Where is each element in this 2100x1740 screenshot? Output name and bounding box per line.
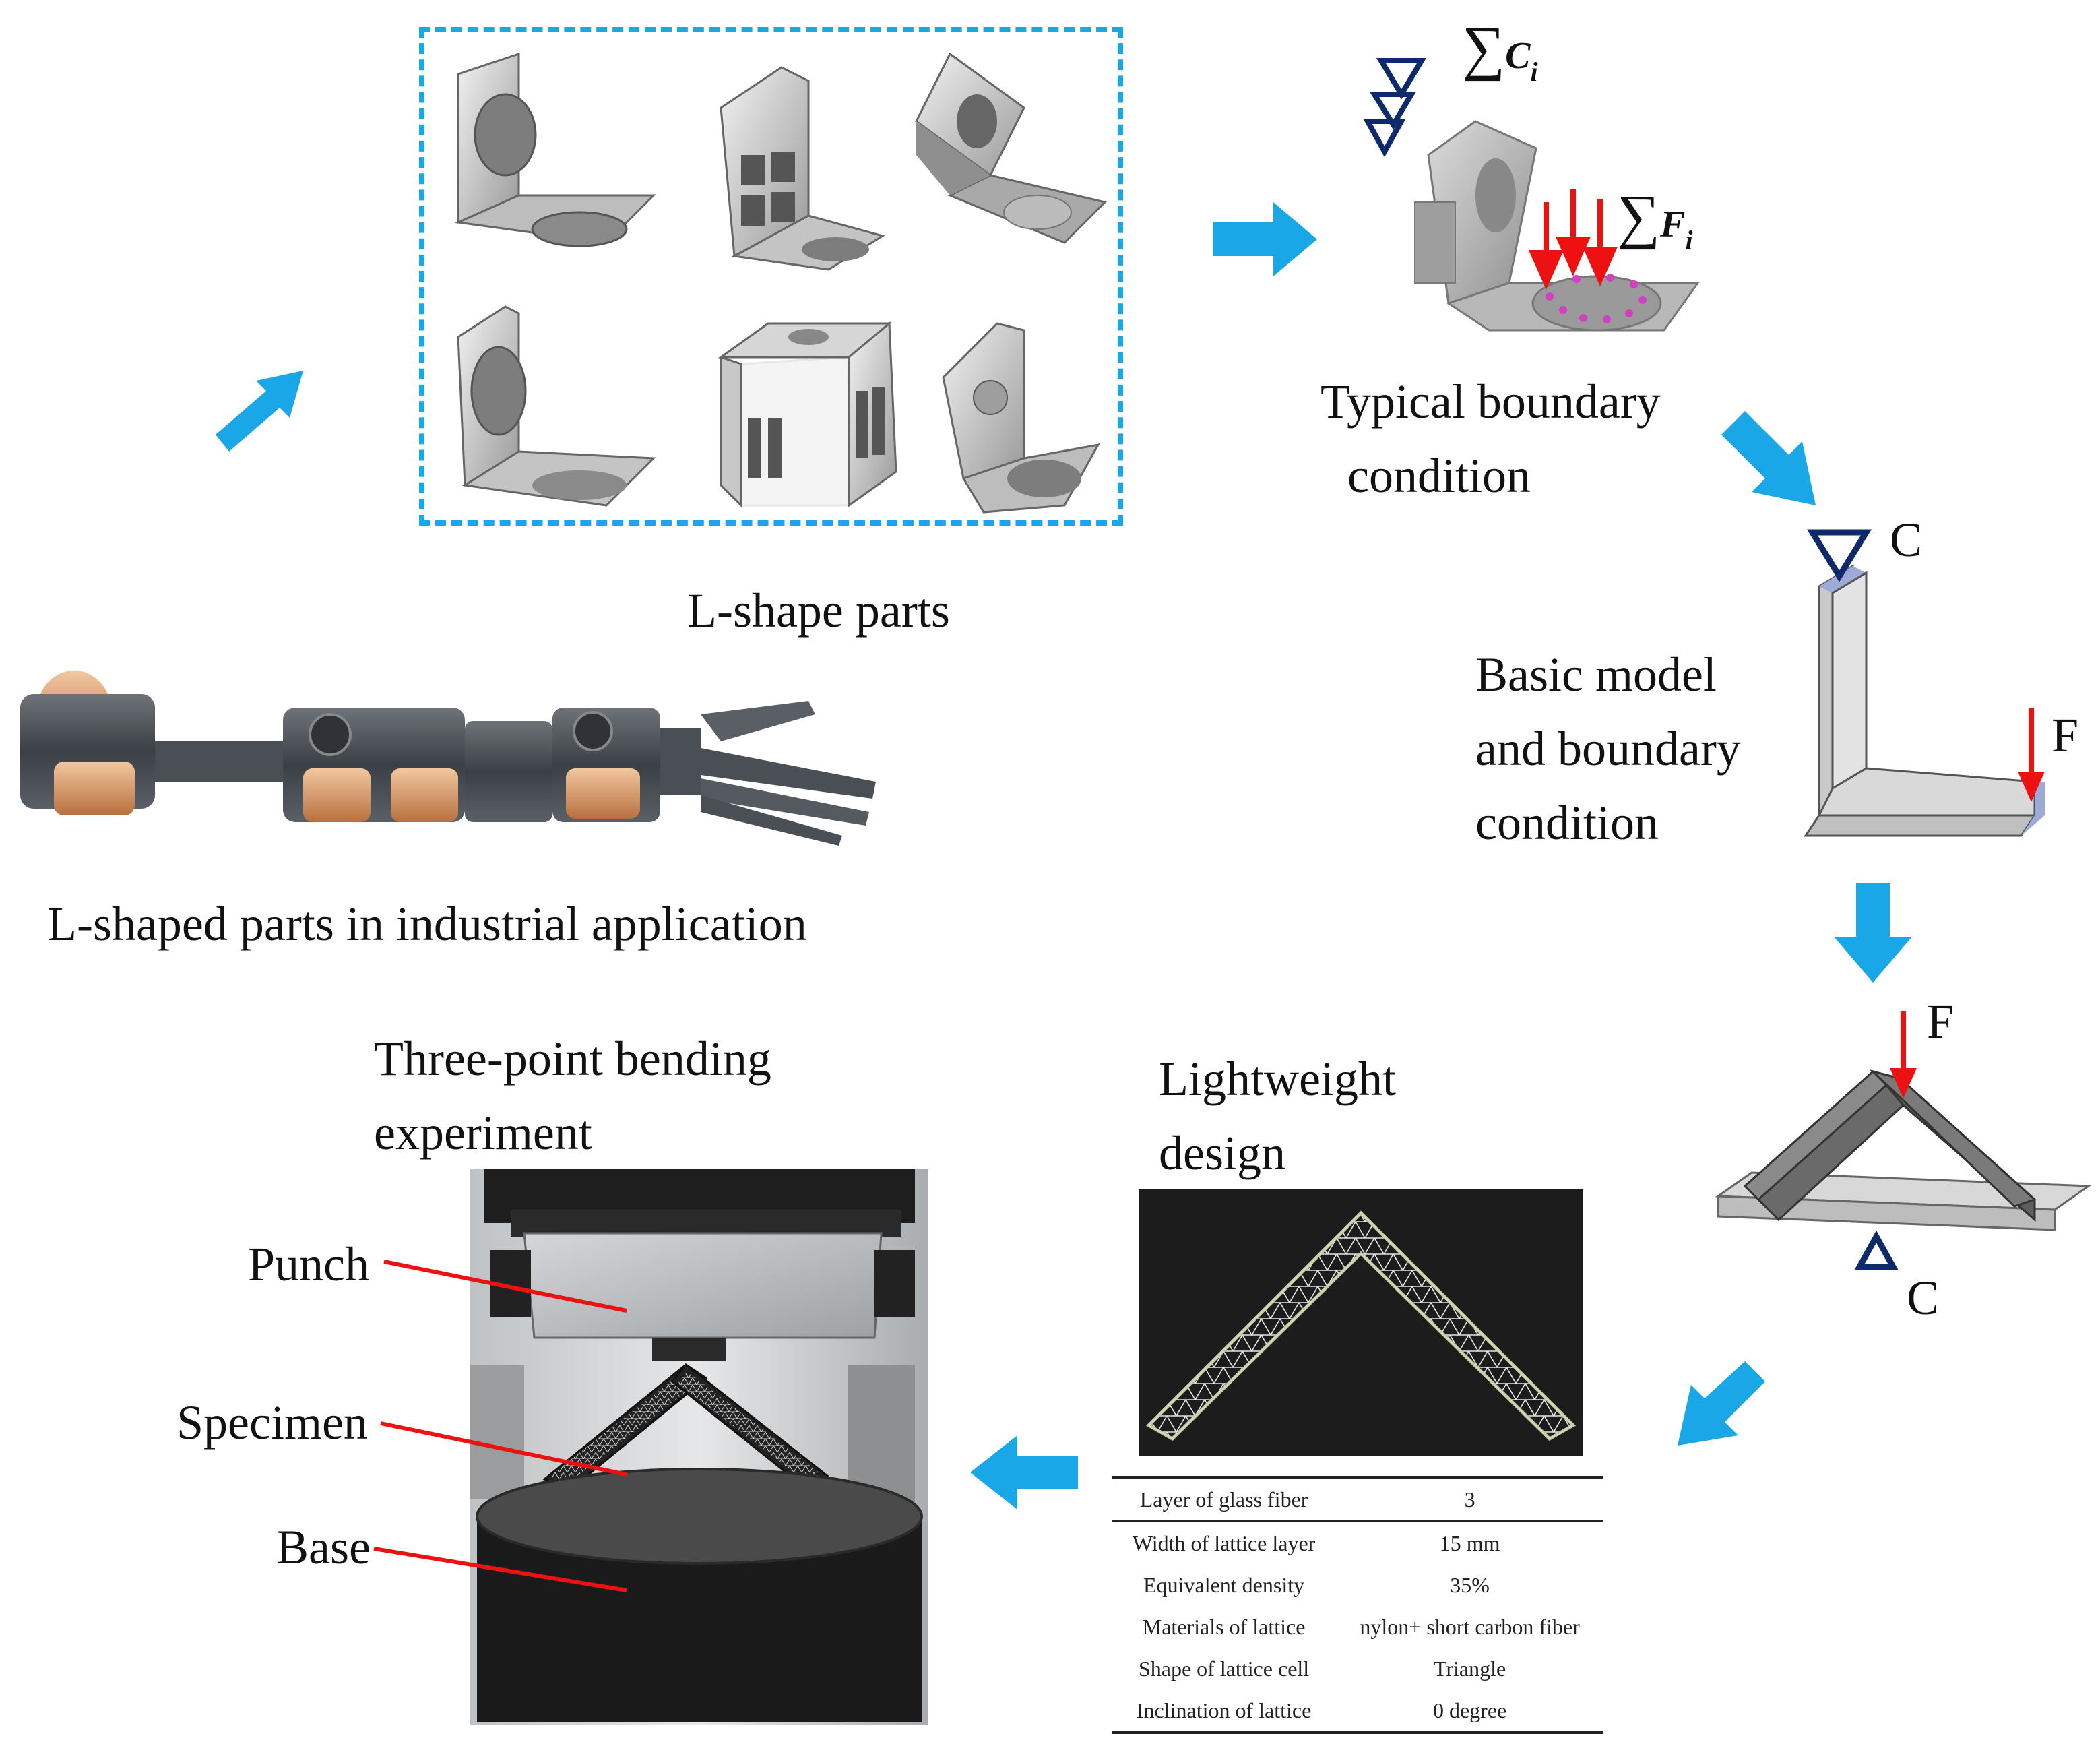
params-row: Width of lattice layer 15 mm bbox=[1112, 1522, 1603, 1565]
vee-boundary-model bbox=[1715, 1011, 2092, 1270]
typical-caption-line2: condition bbox=[1347, 449, 1531, 503]
specimen-callout-line bbox=[380, 1421, 627, 1477]
sum-f-symbol: ∑ bbox=[1617, 183, 1661, 250]
industrial-caption: L-shaped parts in industrial application bbox=[47, 897, 807, 951]
l-part-6 bbox=[942, 322, 1100, 514]
base-callout-line bbox=[373, 1547, 627, 1592]
l-part-4 bbox=[457, 305, 656, 507]
l-shape-parts-gallery bbox=[454, 52, 1107, 514]
param-value: 35% bbox=[1450, 1572, 1490, 1597]
punch-callout-line bbox=[383, 1260, 627, 1313]
params-row: Shape of lattice cell Triangle bbox=[1112, 1648, 1603, 1689]
flow-arrow-to-parts bbox=[216, 371, 303, 452]
three-point-caption-line1: Three-point bending bbox=[374, 1032, 771, 1086]
flow-arrow-to-vee bbox=[1834, 883, 1912, 983]
param-name: Width of lattice layer bbox=[1132, 1530, 1316, 1555]
l-part-5 bbox=[718, 321, 897, 508]
punch-label: Punch bbox=[248, 1237, 369, 1291]
basic-caption-line1: Basic model bbox=[1475, 648, 1717, 702]
params-row: Materials of lattice nylon+ short carbon … bbox=[1112, 1606, 1603, 1648]
param-value: 3 bbox=[1464, 1487, 1475, 1512]
flow-arrow-to-basic bbox=[1721, 411, 1816, 505]
l-shape-parts-box bbox=[419, 27, 1123, 526]
f-vee-label: F bbox=[1927, 995, 1954, 1049]
params-row: Equivalent density 35% bbox=[1112, 1564, 1603, 1606]
typical-caption-line1: Typical boundary bbox=[1321, 375, 1661, 429]
flow-arrow-to-lightweight bbox=[1678, 1361, 1765, 1446]
three-point-caption-line2: experiment bbox=[374, 1106, 592, 1160]
sum-f-label: ∑Fi bbox=[1617, 182, 1693, 256]
industrial-arm-image bbox=[20, 671, 876, 846]
param-value: 0 degree bbox=[1432, 1698, 1507, 1722]
param-name: Inclination of lattice bbox=[1136, 1698, 1312, 1722]
param-name: Materials of lattice bbox=[1142, 1614, 1306, 1639]
experiment-photo bbox=[470, 1169, 928, 1725]
lightweight-caption-line2: design bbox=[1159, 1126, 1285, 1180]
lattice-design-image bbox=[1139, 1189, 1583, 1456]
param-value: Triangle bbox=[1433, 1656, 1506, 1681]
typical-boundary-model bbox=[1363, 58, 1700, 332]
sum-f-subscript: i bbox=[1685, 225, 1693, 255]
l-part-3 bbox=[915, 52, 1107, 244]
params-row: Inclination of lattice 0 degree bbox=[1112, 1689, 1603, 1731]
sum-f-variable: F bbox=[1660, 204, 1686, 245]
l-part-2 bbox=[720, 66, 885, 271]
lightweight-caption-line1: Lightweight bbox=[1159, 1052, 1396, 1106]
c-top-label: C bbox=[1890, 513, 1923, 567]
basic-caption-line3: condition bbox=[1475, 796, 1659, 850]
l-part-1 bbox=[454, 52, 656, 247]
param-name: Shape of lattice cell bbox=[1138, 1656, 1310, 1681]
sum-c-symbol: ∑ bbox=[1462, 15, 1506, 82]
basic-l-model bbox=[1804, 529, 2045, 837]
param-value: nylon+ short carbon fiber bbox=[1360, 1614, 1580, 1639]
basic-caption-line2: and boundary bbox=[1475, 722, 1741, 776]
flow-arrow-to-typical bbox=[1213, 202, 1317, 276]
param-name: Layer of glass fiber bbox=[1139, 1487, 1308, 1512]
l-shape-parts-caption: L-shape parts bbox=[687, 584, 950, 638]
param-name: Equivalent density bbox=[1143, 1572, 1305, 1597]
param-value: 15 mm bbox=[1439, 1530, 1500, 1555]
params-row: Layer of glass fiber 3 bbox=[1112, 1479, 1603, 1522]
base-label: Base bbox=[276, 1520, 371, 1574]
flow-arrow-to-experiment bbox=[970, 1435, 1078, 1510]
sum-c-subscript: i bbox=[1530, 57, 1538, 87]
sum-c-label: ∑Ci bbox=[1462, 13, 1538, 88]
f-side-label: F bbox=[2051, 708, 2079, 762]
specimen-label: Specimen bbox=[177, 1396, 368, 1450]
c-vee-label: C bbox=[1907, 1271, 1940, 1325]
sum-c-variable: C bbox=[1505, 35, 1531, 77]
